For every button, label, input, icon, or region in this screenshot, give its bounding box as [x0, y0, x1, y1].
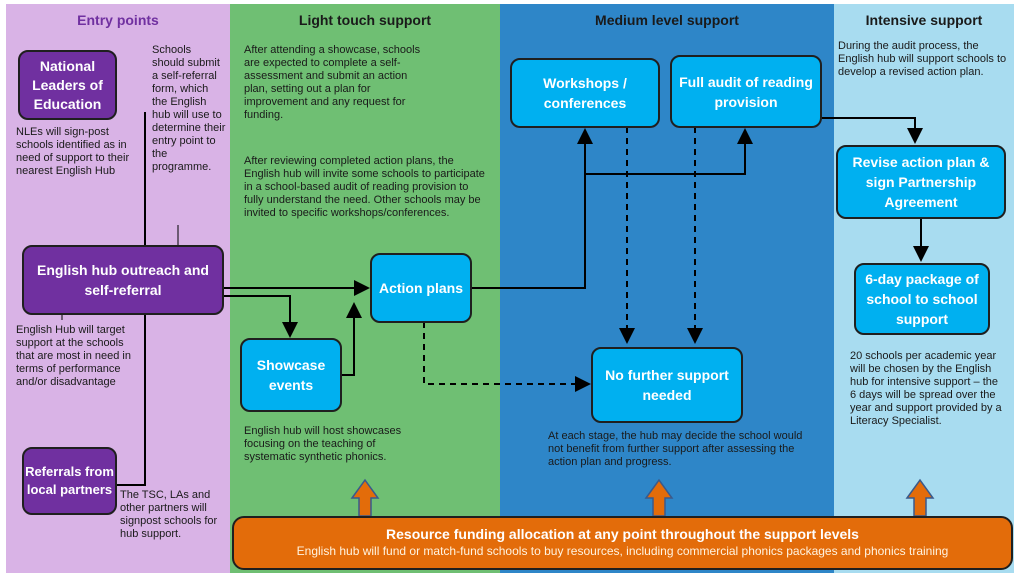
referrals-connector — [117, 315, 146, 486]
entry-points-title: Entry points — [77, 12, 159, 28]
schools-text: Schools should submit a self-referral fo… — [152, 44, 226, 173]
funding-arrow-medium — [644, 478, 674, 517]
action-to-audit-arrow — [585, 128, 753, 175]
nle-box: National Leaders of Education — [18, 50, 117, 120]
no-further-box: No further support needed — [591, 347, 743, 423]
action-plans-box: Action plans — [370, 253, 472, 323]
intensive-title: Intensive support — [865, 12, 983, 28]
medium-level-title: Medium level support — [595, 12, 739, 28]
revise-action-plan-box: Revise action plan & sign Partnership Ag… — [836, 145, 1006, 219]
funding-bar: Resource funding allocation at any point… — [232, 516, 1013, 570]
outreach-box: English hub outreach and self-referral — [22, 245, 224, 315]
showcase-process-text: After attending a showcase, schools are … — [244, 44, 421, 121]
light-touch-title: Light touch support — [298, 12, 432, 28]
workshops-box: Workshops / conferences — [510, 58, 660, 128]
six-day-package-box: 6-day package of school to school suppor… — [854, 263, 990, 335]
funding-title: Resource funding allocation at any point… — [386, 526, 859, 542]
twenty-schools-text: 20 schools per academic year will be cho… — [850, 350, 1002, 427]
tsc-text: The TSC, LAs and other partners will sig… — [120, 489, 218, 540]
funding-arrow-intensive — [905, 478, 935, 517]
review-text: After reviewing completed action plans, … — [244, 155, 485, 219]
showcase-events-box: Showcase events — [240, 338, 342, 412]
action-to-nofurther-arrow — [423, 322, 591, 392]
referrals-box: Referrals from local partners — [22, 447, 117, 515]
action-to-workshops-arrow — [472, 128, 593, 289]
stage-text: At each stage, the hub may decide the sc… — [548, 430, 803, 468]
showcase-to-action-arrow — [342, 302, 362, 376]
funding-arrow-light — [350, 478, 380, 517]
nle-text: NLEs will sign-post schools identified a… — [16, 126, 130, 177]
funding-subtitle: English hub will fund or match-fund scho… — [296, 544, 949, 558]
target-text: English Hub will target support at the s… — [16, 324, 131, 388]
outreach-to-showcase-arrow — [224, 295, 298, 338]
audit-to-revise-arrow — [822, 117, 923, 144]
audit-box: Full audit of reading provision — [670, 55, 822, 128]
host-text: English hub will host showcases focusing… — [244, 425, 402, 463]
audit-process-text: During the audit process, the English hu… — [838, 40, 1007, 78]
